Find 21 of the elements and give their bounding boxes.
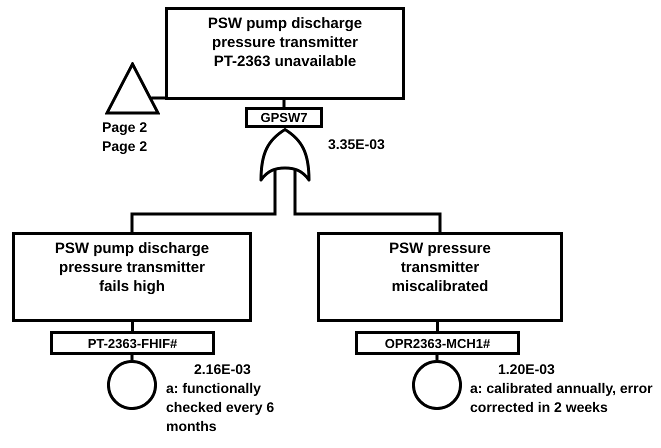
page-reference: Page 2: [102, 137, 148, 156]
event-box: PSW pump discharge pressure transmitter fails high: [12, 232, 252, 322]
connector-line: [131, 322, 134, 331]
probability-value: 3.35E-03: [328, 135, 385, 154]
connector-line: [130, 169, 276, 232]
page-reference: Page 2: [102, 118, 148, 137]
event-id-tag: GPSW7: [245, 107, 323, 128]
connector-line: [436, 355, 438, 360]
connector-line: [436, 322, 439, 331]
probability-value: 2.16E-03: [193, 360, 251, 379]
probability-value: 1.20E-03: [497, 360, 555, 379]
event-box: PSW pressure transmitter miscalibrated: [317, 232, 563, 322]
connector-line: [294, 169, 442, 232]
event-id-tag: OPR2363-MCH1#: [355, 331, 520, 355]
event-note: a: calibrated annually, error corrected in 2 weeks: [470, 379, 654, 417]
event-id-tag: PT-2363-FHIF#: [50, 331, 215, 355]
event-box: PSW pump discharge pressure transmitter PT-2363 unavailable: [165, 7, 405, 100]
connector-line: [282, 100, 286, 107]
connector-line: [130, 355, 134, 360]
event-note: a: functionally checked every 6 months: [166, 379, 276, 436]
connector-line: [151, 96, 165, 100]
